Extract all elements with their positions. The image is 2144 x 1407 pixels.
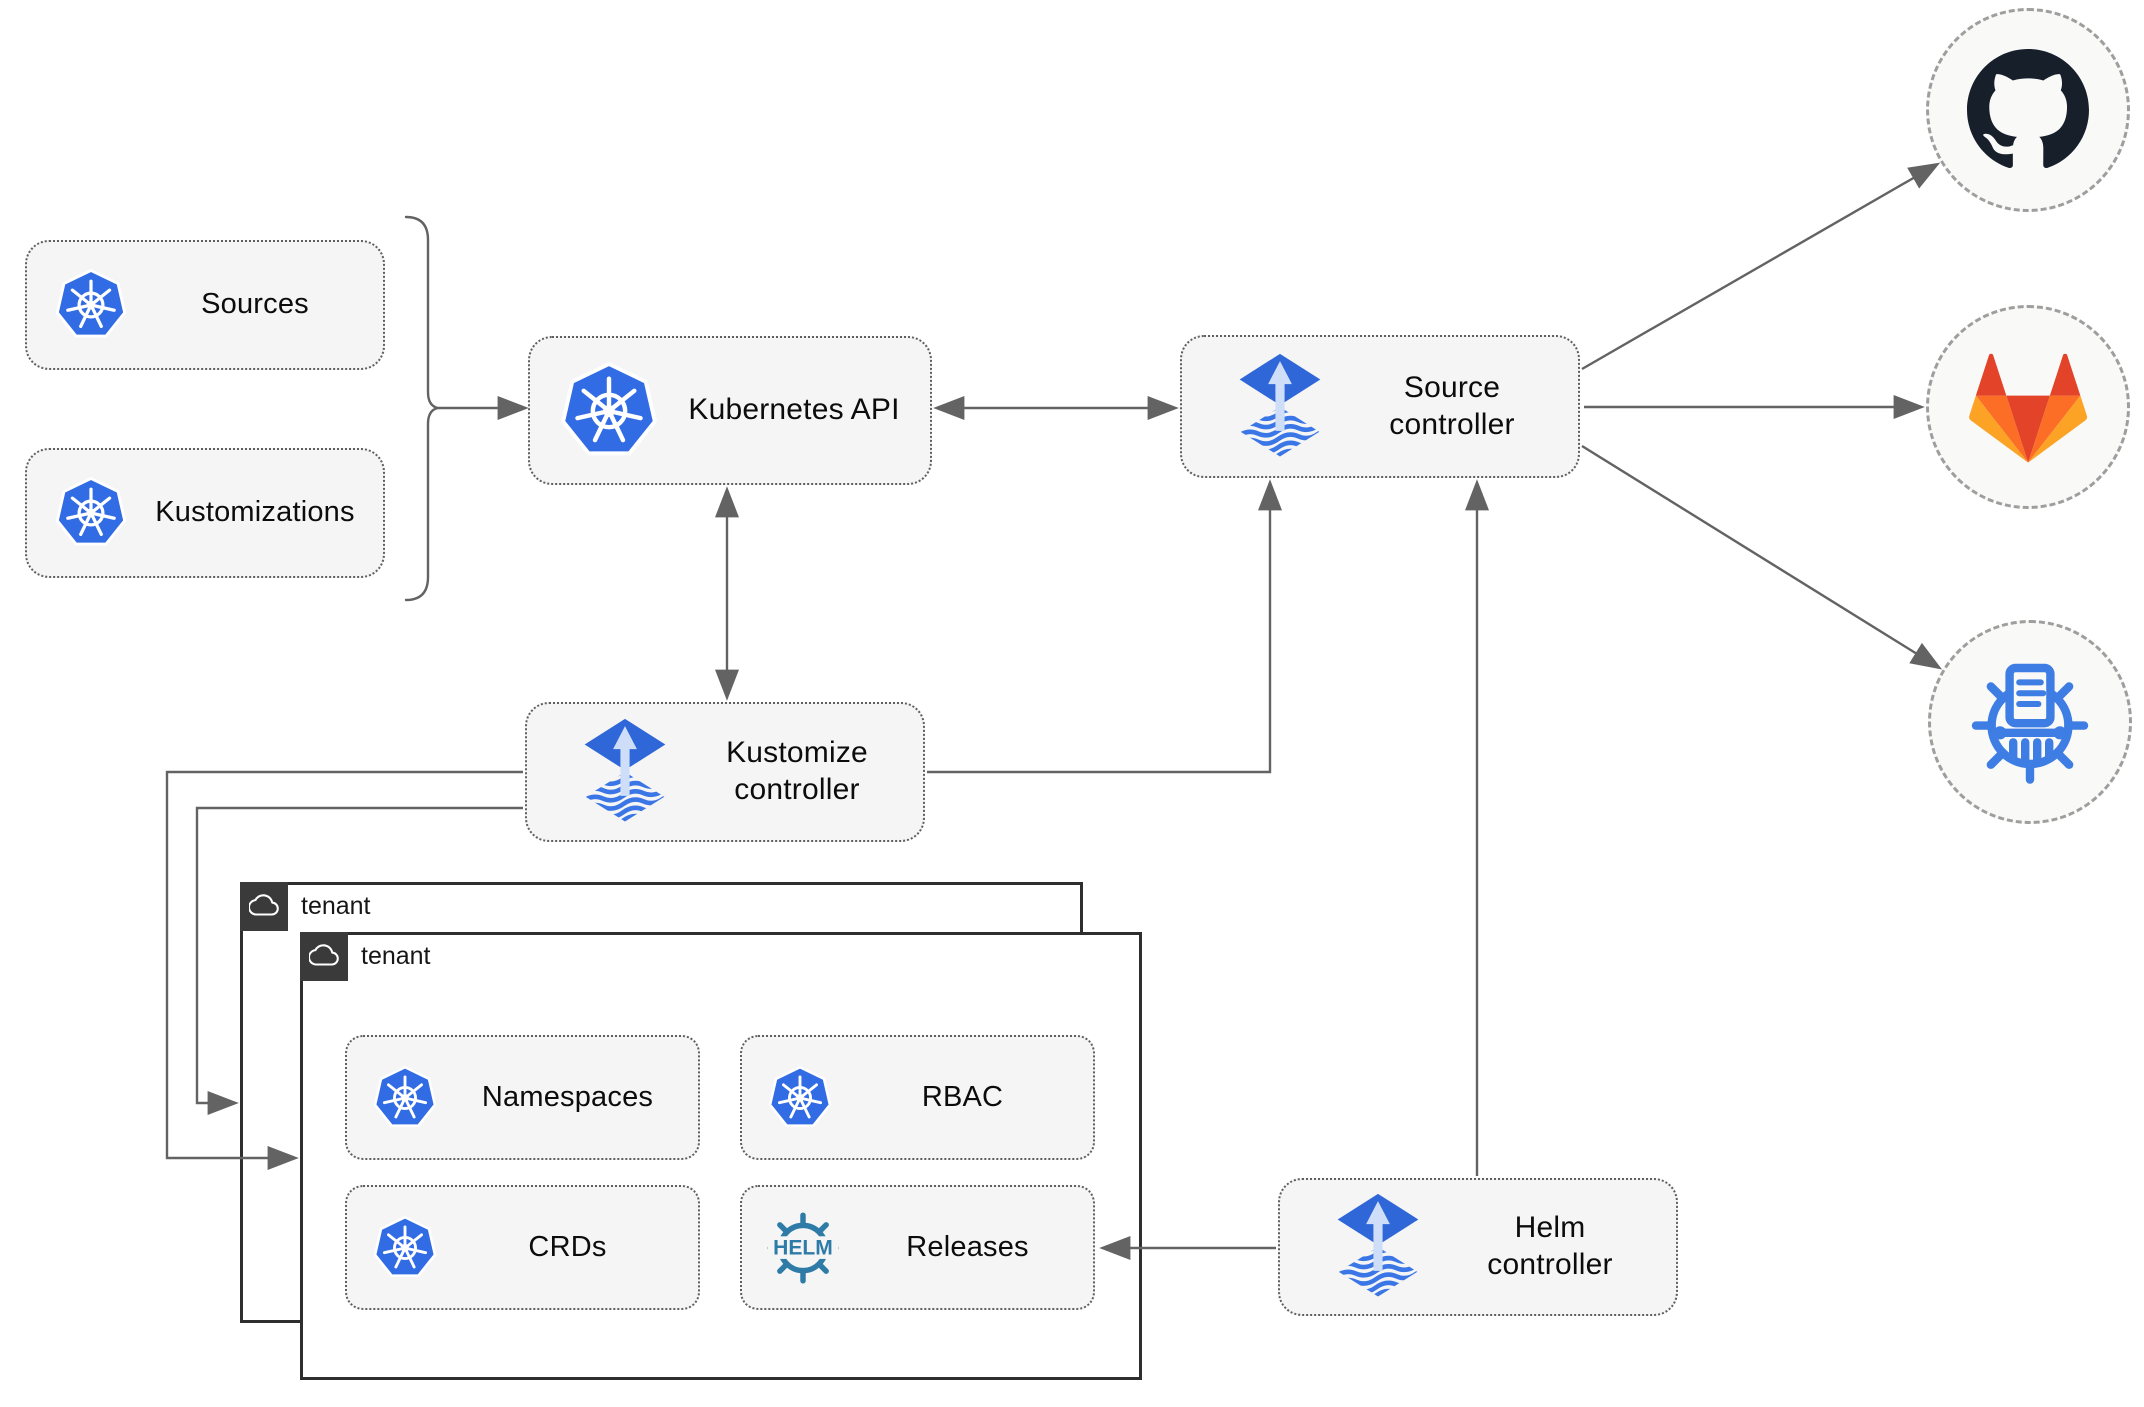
kubernetes-icon: [373, 1216, 437, 1280]
node-releases-label: Releases: [906, 1230, 1029, 1263]
endpoint-registry: [1928, 620, 2132, 824]
helm-logo-text: HELM: [773, 1236, 833, 1259]
node-helm-controller: Helm controller: [1278, 1178, 1678, 1316]
flux-icon: [1332, 1192, 1424, 1302]
flux-icon: [579, 717, 671, 827]
kustomize-icon: [1971, 663, 2089, 784]
bracket-sources-group: [404, 215, 439, 602]
kubernetes-icon: [768, 1066, 832, 1130]
node-rbac-label: RBAC: [921, 1080, 1004, 1113]
node-crds-label: CRDs: [528, 1230, 607, 1263]
helm-icon: HELM: [767, 1212, 839, 1283]
tenant-label: tenant: [361, 942, 431, 970]
node-sources: Sources: [25, 240, 385, 370]
cloud-icon: [247, 892, 281, 922]
node-kustomize-controller-label: Kustomize controller: [726, 736, 868, 806]
node-sources-label: Sources: [201, 288, 309, 321]
kubernetes-icon: [560, 362, 658, 460]
endpoint-github: [1926, 8, 2130, 212]
kubernetes-icon: [373, 1066, 437, 1130]
node-namespaces-label: Namespaces: [481, 1080, 654, 1113]
edge-kustomize-controller-to-source-controller: [927, 479, 1282, 774]
tenant-badge: [240, 882, 288, 931]
node-crds: CRDs: [345, 1185, 700, 1310]
kubernetes-icon: [55, 477, 127, 549]
node-helm-controller-label: Helm controller: [1487, 1211, 1613, 1281]
node-rbac: RBAC: [740, 1035, 1095, 1160]
node-kubernetes-api-label: Kubernetes API: [688, 393, 900, 427]
cloud-icon: [307, 942, 341, 972]
edge-source-controller-to-registry: [1581, 444, 1943, 670]
node-namespaces: Namespaces: [345, 1035, 700, 1160]
node-source-controller: Source controller: [1180, 335, 1580, 478]
tenant-label: tenant: [301, 892, 371, 920]
github-icon: [1967, 49, 2089, 168]
tenant-badge: [300, 932, 348, 981]
endpoint-gitlab: [1926, 305, 2130, 509]
edge-source-controller-to-github: [1581, 162, 1941, 371]
node-kustomizations: Kustomizations: [25, 448, 385, 578]
flux-icon: [1234, 352, 1326, 462]
gitlab-icon: [1969, 353, 2088, 463]
node-source-controller-label: Source controller: [1389, 370, 1515, 441]
kubernetes-icon: [55, 269, 127, 341]
node-releases: HELM Releases: [740, 1185, 1095, 1310]
node-kustomizations-label: Kustomizations: [155, 496, 355, 529]
node-kubernetes-api: Kubernetes API: [528, 336, 932, 485]
node-kustomize-controller: Kustomize controller: [525, 702, 925, 842]
